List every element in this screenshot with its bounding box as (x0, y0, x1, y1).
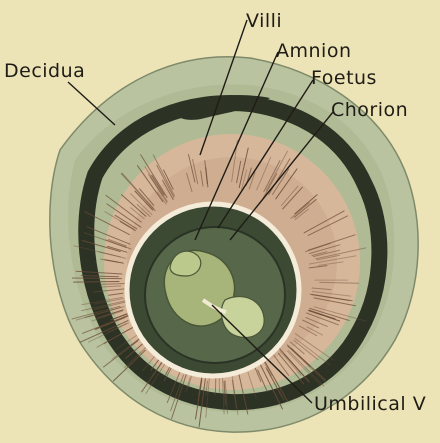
villus-stroke (74, 282, 120, 283)
label-villi: Villi (246, 12, 282, 31)
villus-stroke (72, 278, 121, 279)
label-chorion: Chorion (331, 101, 408, 120)
label-amnion: Amnion (276, 42, 352, 61)
label-foetus: Foetus (311, 69, 377, 88)
label-umbilical: Umbilical V (314, 395, 426, 414)
label-decidua: Decidua (4, 62, 85, 81)
